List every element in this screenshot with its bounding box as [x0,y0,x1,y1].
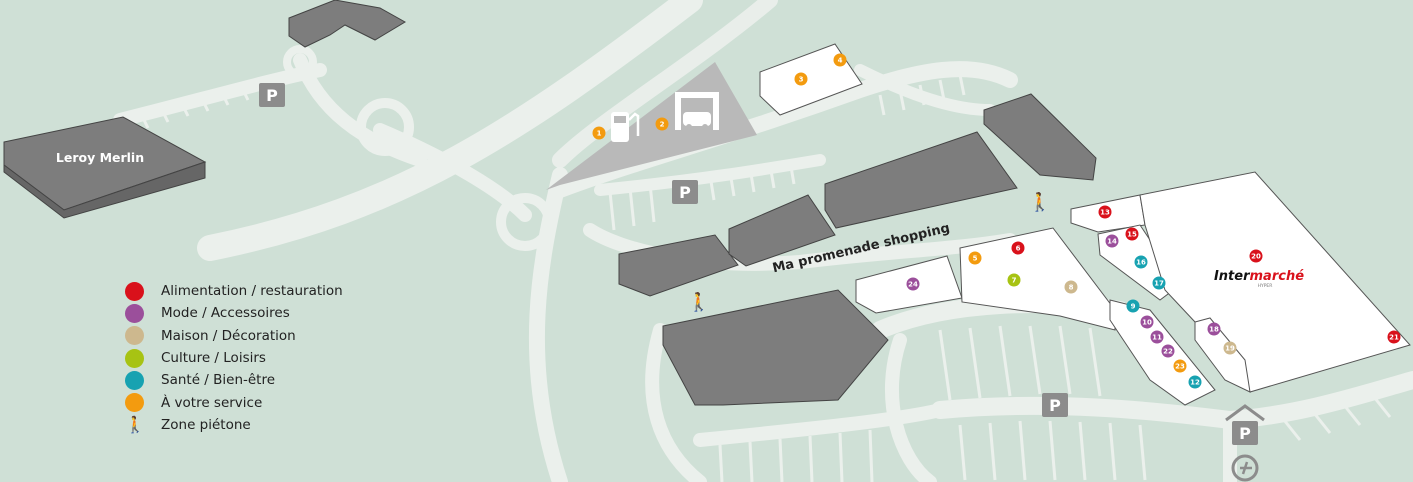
shop-marker-21[interactable]: 21 [1387,330,1401,344]
buildings [3,0,1097,406]
category-dot-culture [125,348,144,368]
shop-marker-15[interactable]: 15 [1125,227,1139,241]
legend-label: Zone piétone [161,416,251,433]
covered-parking-sign[interactable]: P [1225,404,1265,445]
shop-marker-3[interactable]: 3 [794,72,808,86]
pedestrian-icon: 🚶 [125,415,145,435]
parking-sign[interactable]: P [1042,393,1068,417]
shop-marker-number: 5 [973,255,978,263]
ev-charging-icon [1231,454,1259,482]
shop-marker-number: 12 [1190,379,1200,387]
legend-label: Alimentation / restauration [161,283,343,300]
shop-marker-number: 2 [660,121,665,129]
legend-label: Maison / Décoration [161,327,296,344]
shop-marker-number: 9 [1131,303,1136,311]
legend-item-home: Maison / Décoration [122,325,343,347]
svg-text:Intermarché: Intermarché [1214,269,1304,284]
shop-marker-number: 4 [838,57,843,65]
shop-marker-number: 14 [1107,238,1117,246]
shop-marker-20[interactable]: 20 [1249,249,1263,263]
legend-item-fashion: Mode / Accessoires [122,302,343,324]
svg-text:🚶: 🚶 [1029,191,1051,213]
shop-marker-number: 11 [1152,334,1162,342]
shop-marker-22[interactable]: 22 [1161,344,1175,358]
category-dot-service [125,393,144,413]
shop-marker-number: 15 [1127,231,1137,239]
shop-marker-18[interactable]: 18 [1207,322,1221,336]
legend-label: Santé / Bien-être [161,372,276,389]
legend-item-service: À votre service [122,391,343,413]
svg-text:P: P [679,183,691,202]
shop-marker-24[interactable]: 24 [906,277,920,291]
intermarche-suffix: marché [1250,269,1305,284]
shop-marker-13[interactable]: 13 [1098,205,1112,219]
shop-marker-number: 17 [1154,280,1164,288]
category-dot-home [125,326,144,346]
parking-stalls [138,74,1392,482]
legend-label: À votre service [161,394,263,411]
shop-marker-19[interactable]: 19 [1223,341,1237,355]
car-wash-icon [675,92,719,130]
shop-marker-7[interactable]: 7 [1007,273,1021,287]
parking-sign[interactable]: P [672,180,698,204]
intermarche-sub: HYPER [1258,283,1273,289]
shop-marker-11[interactable]: 11 [1150,330,1164,344]
legend-label: Culture / Loisirs [161,350,266,367]
category-dot-food [125,281,144,301]
legend-item-culture: Culture / Loisirs [122,347,343,369]
category-dot-fashion [125,303,144,323]
shop-marker-number: 23 [1175,363,1185,371]
pedestrian-icon: 🚶 [1029,191,1051,213]
shop-marker-4[interactable]: 4 [833,53,847,67]
shop-marker-10[interactable]: 10 [1140,315,1154,329]
shop-marker-number: 8 [1069,284,1074,292]
shop-marker-16[interactable]: 16 [1134,255,1148,269]
white-buildings [759,43,1411,406]
svg-text:P: P [1049,396,1061,415]
shop-marker-number: 21 [1389,334,1399,342]
pedestrian-icon: 🚶 [688,291,710,313]
shop-marker-number: 7 [1012,277,1017,285]
shop-marker-9[interactable]: 9 [1126,299,1140,313]
legend-item-food: Alimentation / restauration [122,280,343,302]
intermarche-prefix: Inter [1214,269,1251,284]
legend-item-pedestrian: 🚶 Zone piétone [122,414,343,436]
shop-marker-number: 16 [1136,259,1146,267]
shop-marker-2[interactable]: 2 [655,117,669,131]
shop-marker-number: 22 [1163,348,1173,356]
shop-marker-number: 1 [597,130,602,138]
shop-marker-number: 20 [1251,253,1261,261]
shop-marker-8[interactable]: 8 [1064,280,1078,294]
svg-text:P: P [1239,424,1251,443]
shop-marker-number: 19 [1225,345,1235,353]
shop-marker-23[interactable]: 23 [1173,359,1187,373]
legend-label: Mode / Accessoires [161,305,290,322]
shop-marker-1[interactable]: 1 [592,126,606,140]
category-dot-health [125,370,144,390]
shop-marker-number: 24 [908,281,918,289]
shop-marker-number: 6 [1016,245,1021,253]
fuel-pump-icon [611,112,640,142]
svg-text:🚶: 🚶 [688,291,710,313]
shop-marker-number: 13 [1100,209,1110,217]
shop-marker-12[interactable]: 12 [1188,375,1202,389]
legend: Alimentation / restauration Mode / Acces… [122,280,343,436]
shop-marker-17[interactable]: 17 [1152,276,1166,290]
svg-text:P: P [266,86,278,105]
shop-marker-5[interactable]: 5 [968,251,982,265]
shop-marker-number: 18 [1209,326,1219,334]
parking-sign[interactable]: P [259,83,285,107]
shop-marker-14[interactable]: 14 [1105,234,1119,248]
roads [113,0,1413,482]
shop-marker-number: 3 [799,76,804,84]
leroy-merlin-label: Leroy Merlin [56,150,144,165]
shop-marker-number: 10 [1142,319,1152,327]
intermarche-logo: Intermarché HYPER [1214,269,1304,289]
shop-marker-6[interactable]: 6 [1011,241,1025,255]
legend-item-health: Santé / Bien-être [122,369,343,391]
